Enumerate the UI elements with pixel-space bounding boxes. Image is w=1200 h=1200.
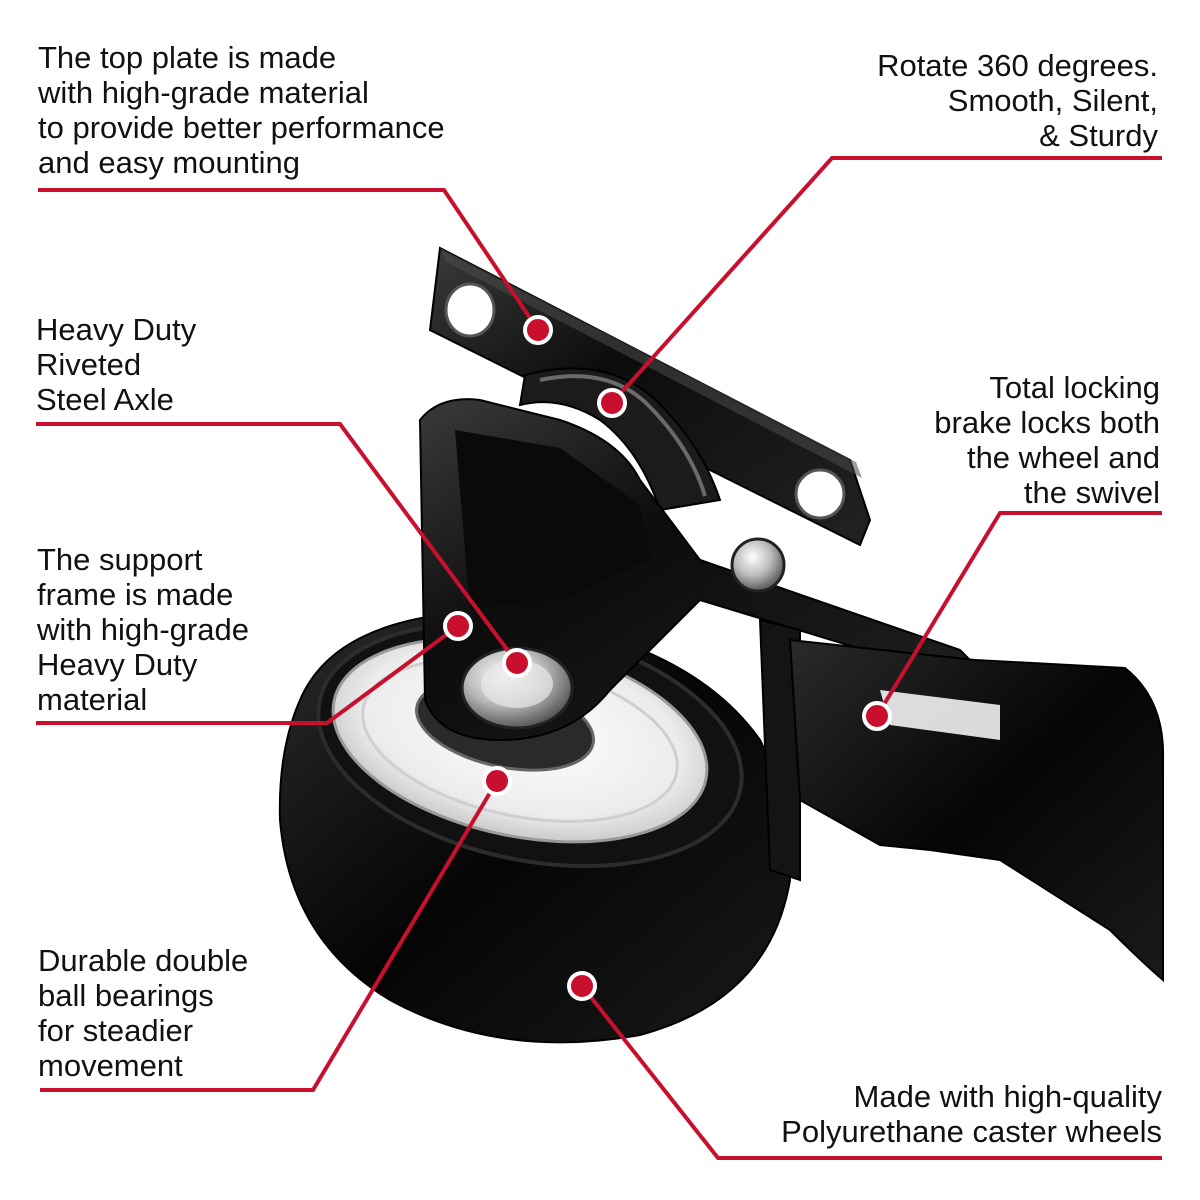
callout-axle: Heavy Duty Riveted Steel Axle	[36, 312, 197, 417]
callout-support-frame: The support frame is made with high-grad…	[37, 542, 249, 717]
callout-brake: Total locking brake locks both the wheel…	[934, 370, 1160, 510]
axle-rivet	[460, 646, 574, 730]
callout-dot	[567, 971, 597, 1001]
callout-dots	[443, 315, 892, 1001]
callout-dot	[443, 611, 473, 641]
mounting-hole	[444, 282, 496, 338]
callout-dot	[502, 648, 532, 678]
leader-lines	[36, 156, 1162, 1160]
brake-lever	[788, 638, 1165, 983]
callout-bearings: Durable double ball bearings for steadie…	[38, 943, 249, 1083]
callout-dot	[597, 388, 627, 418]
swivel-raceway	[518, 367, 722, 512]
callout-top-plate: The top plate is made with high-grade ma…	[38, 40, 445, 180]
rivet	[730, 537, 786, 593]
callout-wheels: Made with high-quality Polyurethane cast…	[781, 1079, 1162, 1149]
callout-rotate: Rotate 360 degrees. Smooth, Silent, & St…	[877, 48, 1158, 153]
callout-dot	[482, 766, 512, 796]
mounting-hole	[794, 468, 846, 520]
callout-dot	[862, 701, 892, 731]
callout-dot	[523, 315, 553, 345]
